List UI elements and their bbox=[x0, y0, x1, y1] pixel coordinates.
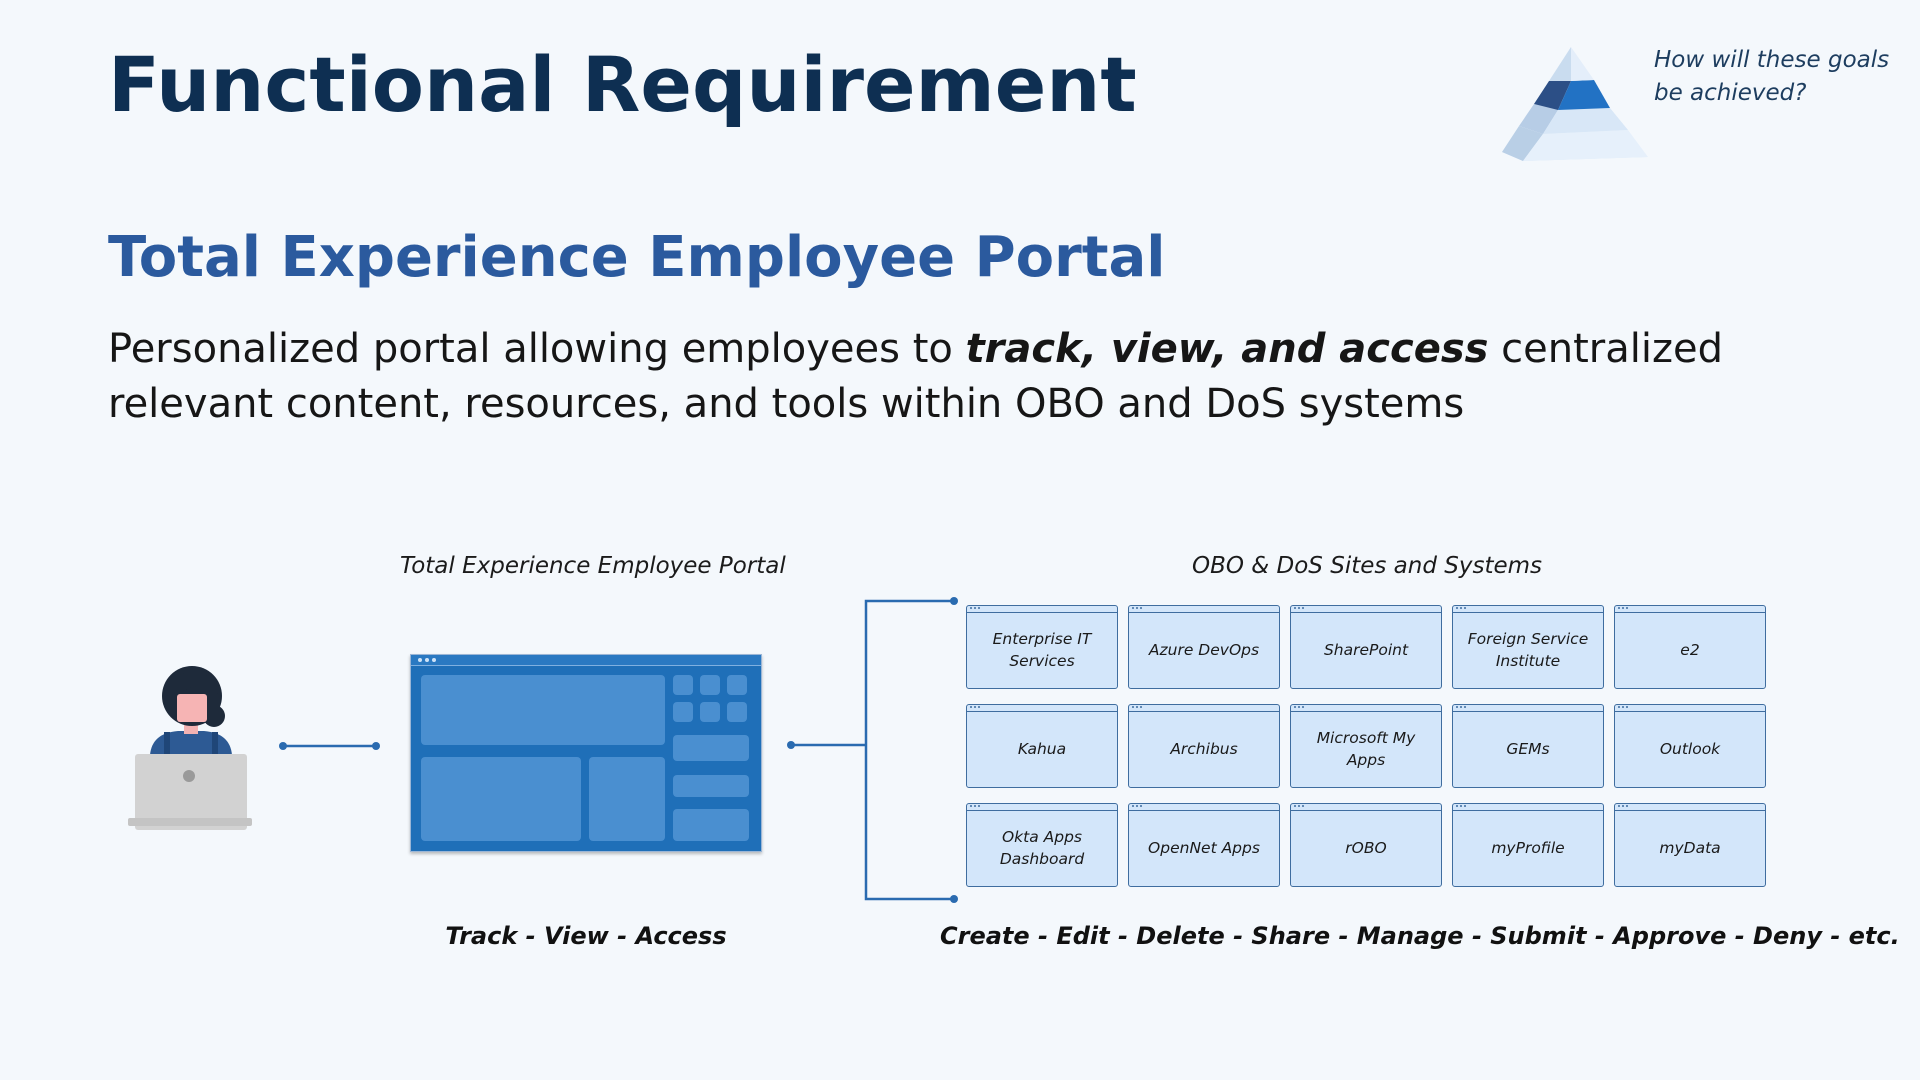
portal-window-icon bbox=[410, 654, 762, 852]
goal-question: How will these goals be achieved? bbox=[1654, 47, 1890, 106]
system-card-label: Kahua bbox=[1017, 740, 1067, 758]
system-card-label: Azure DevOps bbox=[1148, 641, 1260, 659]
system-card[interactable]: Microsoft My Apps bbox=[1290, 704, 1442, 788]
system-card[interactable]: Okta Apps Dashboard bbox=[966, 803, 1118, 887]
system-card-label: Archibus bbox=[1170, 740, 1238, 758]
system-card-label: myProfile bbox=[1491, 839, 1565, 857]
description: Personalized portal allowing employees t… bbox=[108, 322, 1848, 432]
description-emphasis: track, view, and access bbox=[965, 326, 1489, 372]
section-heading: Total Experience Employee Portal bbox=[108, 225, 1166, 290]
system-actions: Create - Edit - Delete - Share - Manage … bbox=[940, 922, 1900, 950]
system-card-label: Outlook bbox=[1659, 740, 1721, 758]
system-card[interactable]: myData bbox=[1614, 803, 1766, 887]
systems-grid: Enterprise IT Services Azure DevOps ShareP… bbox=[966, 605, 1768, 891]
system-card[interactable]: Archibus bbox=[1128, 704, 1280, 788]
system-card-label: Enterprise IT Services bbox=[992, 630, 1092, 670]
system-card[interactable]: Outlook bbox=[1614, 704, 1766, 788]
system-card-label: Microsoft My Apps bbox=[1316, 729, 1416, 769]
system-card[interactable]: SharePoint bbox=[1290, 605, 1442, 689]
system-card[interactable]: myProfile bbox=[1452, 803, 1604, 887]
system-card[interactable]: rOBO bbox=[1290, 803, 1442, 887]
system-card[interactable]: e2 bbox=[1614, 605, 1766, 689]
portal-caption: Total Experience Employee Portal bbox=[400, 553, 786, 579]
system-card[interactable]: GEMs bbox=[1452, 704, 1604, 788]
systems-caption: OBO & DoS Sites and Systems bbox=[1191, 553, 1543, 579]
systems-connector bbox=[787, 597, 958, 903]
system-card-label: Okta Apps Dashboard bbox=[999, 828, 1085, 868]
system-card-label: myData bbox=[1659, 839, 1721, 857]
system-card-label: GEMs bbox=[1506, 740, 1550, 758]
system-card-label: e2 bbox=[1680, 641, 1700, 659]
system-card[interactable]: Azure DevOps bbox=[1128, 605, 1280, 689]
system-card[interactable]: OpenNet Apps bbox=[1128, 803, 1280, 887]
system-card-label: SharePoint bbox=[1323, 641, 1409, 659]
pyramid-icon bbox=[1502, 47, 1648, 161]
system-card[interactable]: Foreign Service Institute bbox=[1452, 605, 1604, 689]
user-at-laptop-icon bbox=[128, 666, 252, 830]
portal-actions: Track - View - Access bbox=[445, 922, 727, 950]
system-card[interactable]: Enterprise IT Services bbox=[966, 605, 1118, 689]
system-card-label: Foreign Service Institute bbox=[1467, 630, 1589, 670]
description-text-1: Personalized portal allowing employees t… bbox=[108, 326, 966, 372]
slide-title: Functional Requirement bbox=[108, 40, 1137, 129]
user-connector bbox=[279, 742, 380, 750]
system-card-label: rOBO bbox=[1345, 839, 1387, 857]
description-text-2: centralized relevant content, resources,… bbox=[108, 326, 1723, 427]
system-card-label: OpenNet Apps bbox=[1148, 839, 1260, 857]
system-card[interactable]: Kahua bbox=[966, 704, 1118, 788]
